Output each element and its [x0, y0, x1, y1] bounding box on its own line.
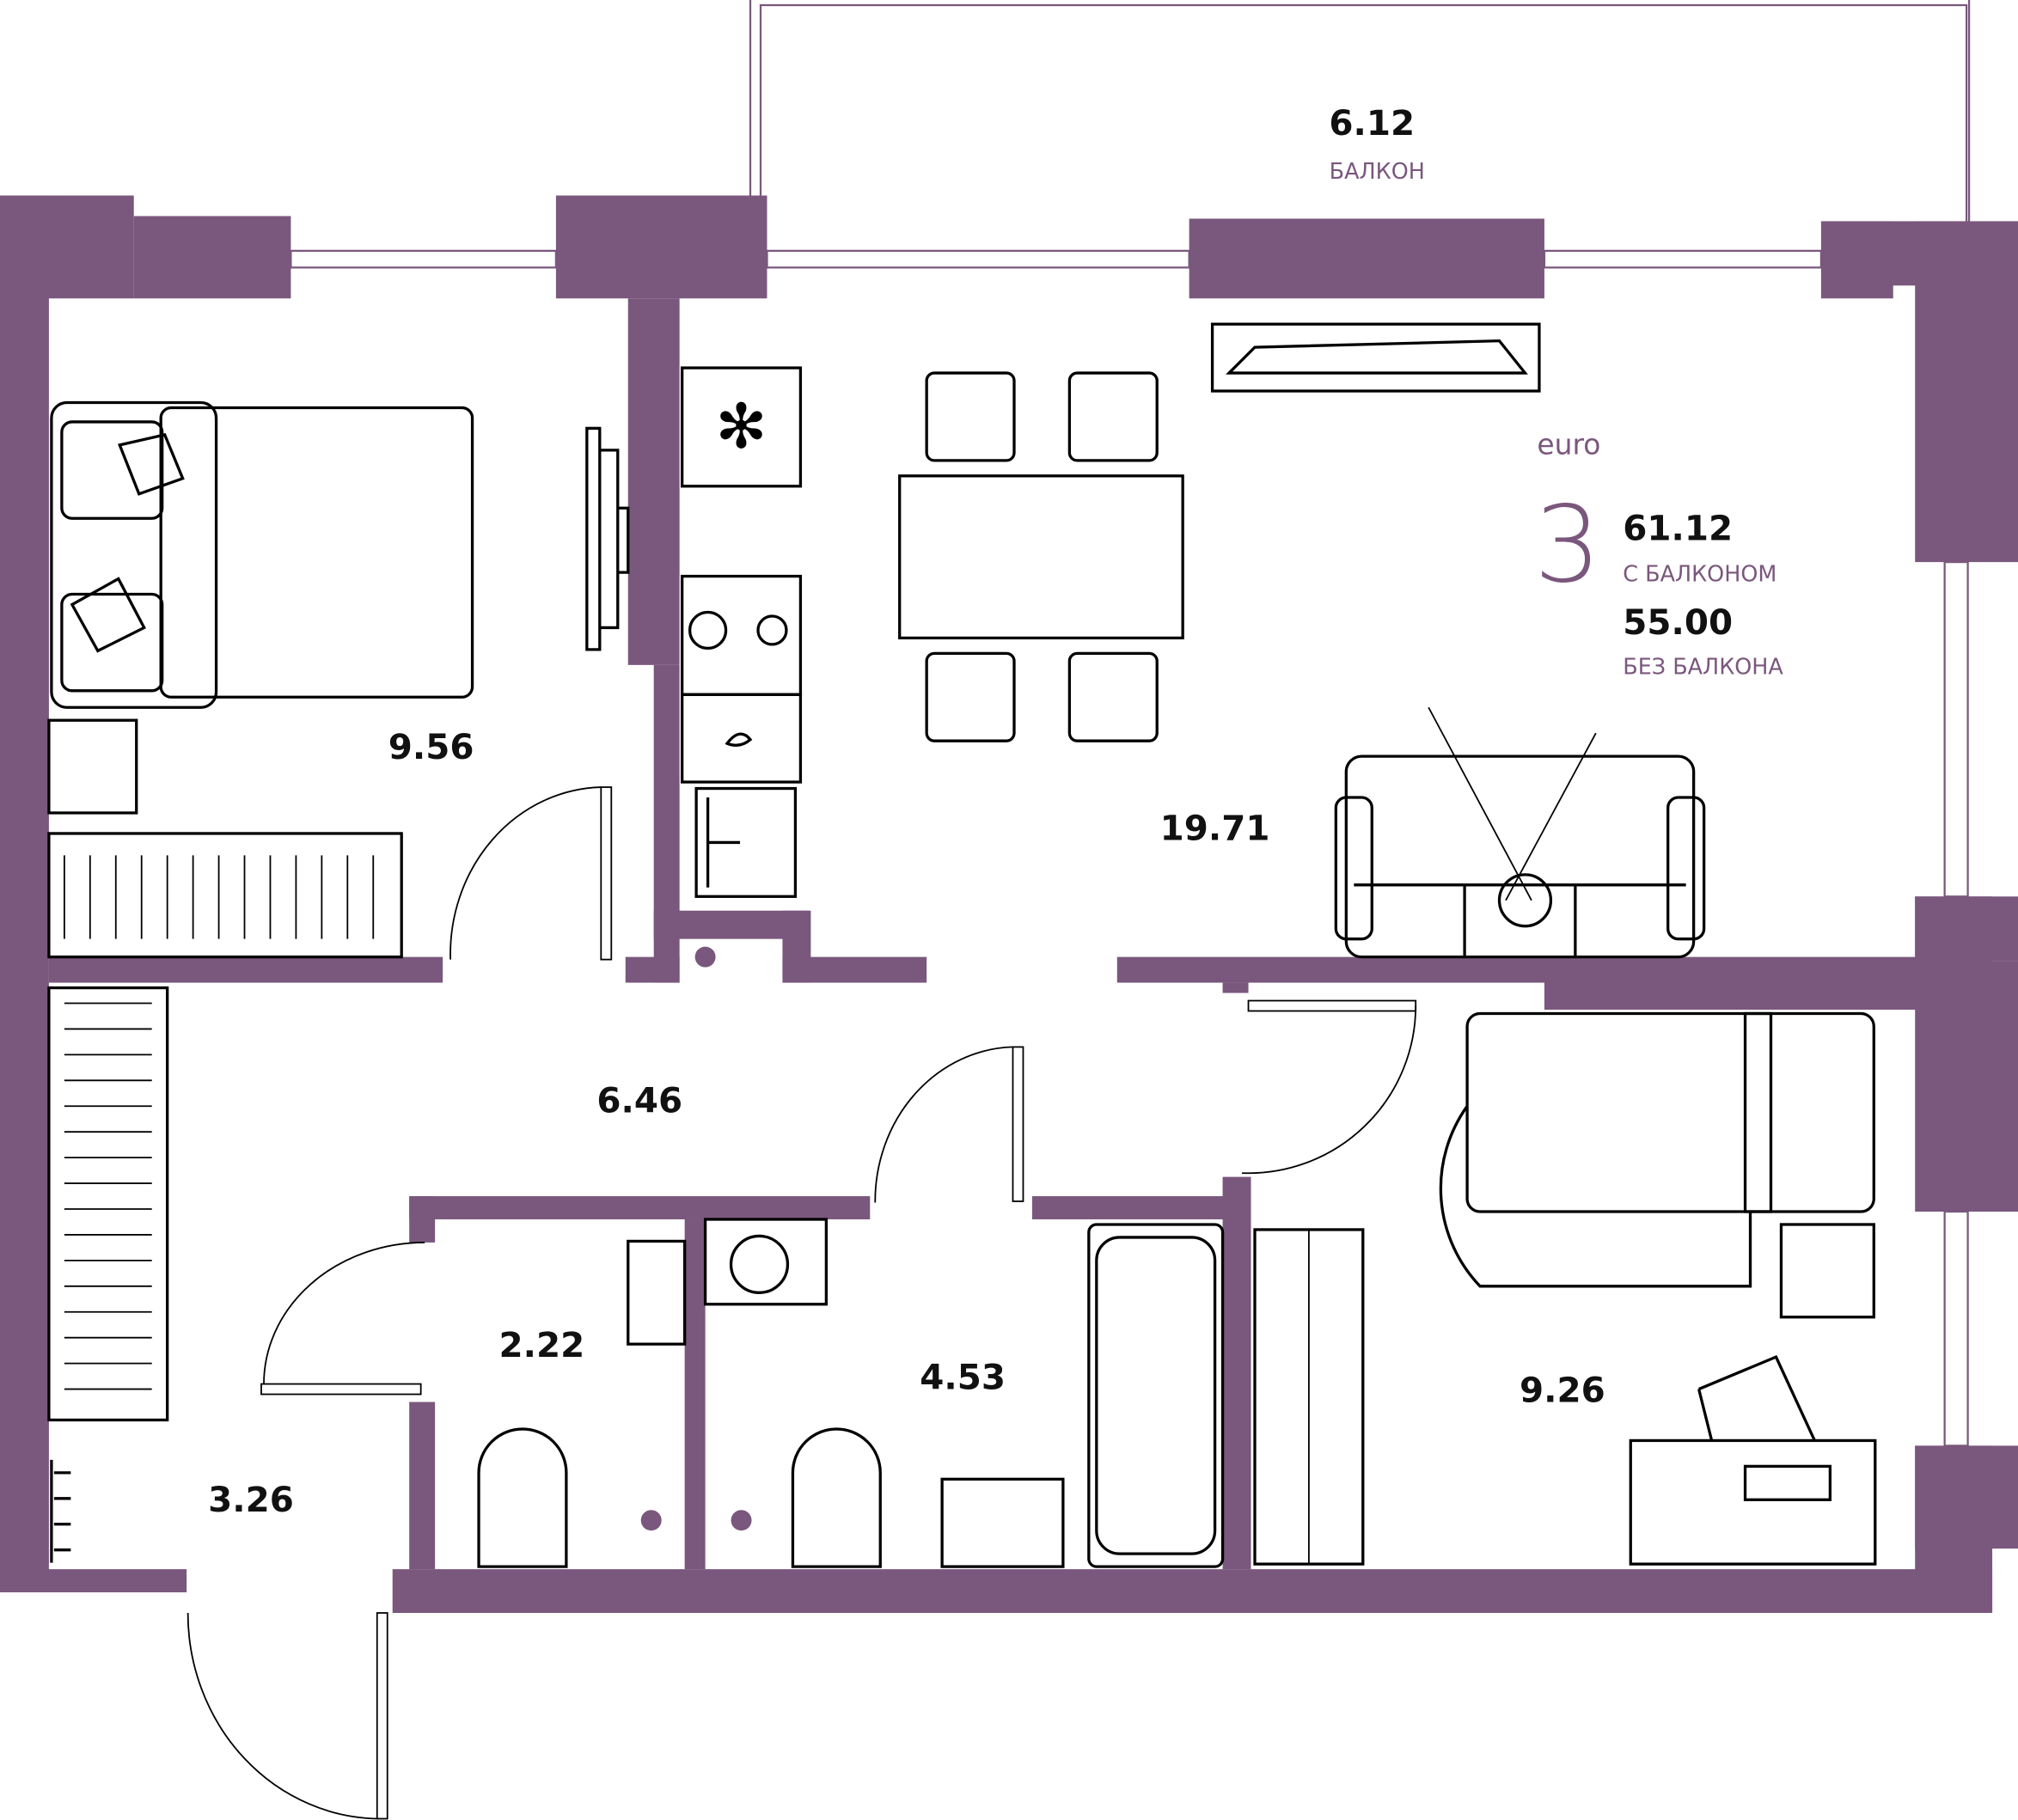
- type-label: euro: [1537, 427, 1600, 461]
- room-area-bedroom-1: 9.56: [388, 726, 474, 767]
- desk-icon: [1629, 1355, 1877, 1566]
- room-area-entrance: 3.26: [208, 1479, 294, 1520]
- kitchen-icon: ✻: [681, 366, 803, 898]
- room-area-bathroom: 4.53: [920, 1357, 1006, 1398]
- nightstand-icon: [47, 718, 138, 815]
- walls: [0, 195, 2018, 1614]
- doors: [187, 786, 1417, 1820]
- balcony-area: 6.12: [1329, 102, 1415, 144]
- wardrobe-icon: [47, 832, 403, 1422]
- coat-hooks-icon: [50, 1459, 71, 1563]
- total-with-balcony: 61.12: [1623, 508, 1733, 549]
- snowflake-icon: ✻: [715, 390, 767, 462]
- without-balcony-label: БЕЗ БАЛКОНА: [1623, 654, 1783, 680]
- room-area-hallway: 6.46: [596, 1080, 682, 1121]
- room-area-toilet: 2.22: [499, 1324, 585, 1365]
- dining-table-icon: [898, 371, 1184, 742]
- nightstand-icon-2: [1779, 1223, 1875, 1319]
- room-area-living-kitchen: 19.71: [1160, 807, 1270, 848]
- with-balcony-label: С БАЛКОНОМ: [1623, 562, 1776, 588]
- sofa-icon: [1334, 706, 1706, 959]
- tv-icon: [585, 426, 630, 651]
- washing-machine-icon: [703, 1218, 829, 1306]
- tv-stand-icon: [1210, 322, 1541, 393]
- balcony-label: БАЛКОН: [1330, 159, 1425, 185]
- toilet-icon: [477, 1427, 882, 1568]
- bed-icon-2: [1439, 1011, 1875, 1288]
- wardrobe-icon-2: [1253, 1228, 1365, 1566]
- bed-icon: [50, 400, 474, 709]
- total-without-balcony: 55.00: [1623, 602, 1733, 643]
- balcony: [749, 0, 1971, 247]
- room-area-bedroom-2: 9.26: [1520, 1370, 1605, 1411]
- rooms-count: 3: [1534, 484, 1601, 607]
- bathtub-icon: [1087, 1223, 1225, 1568]
- windows: [290, 249, 1969, 1447]
- sink-icon: [627, 1239, 1065, 1568]
